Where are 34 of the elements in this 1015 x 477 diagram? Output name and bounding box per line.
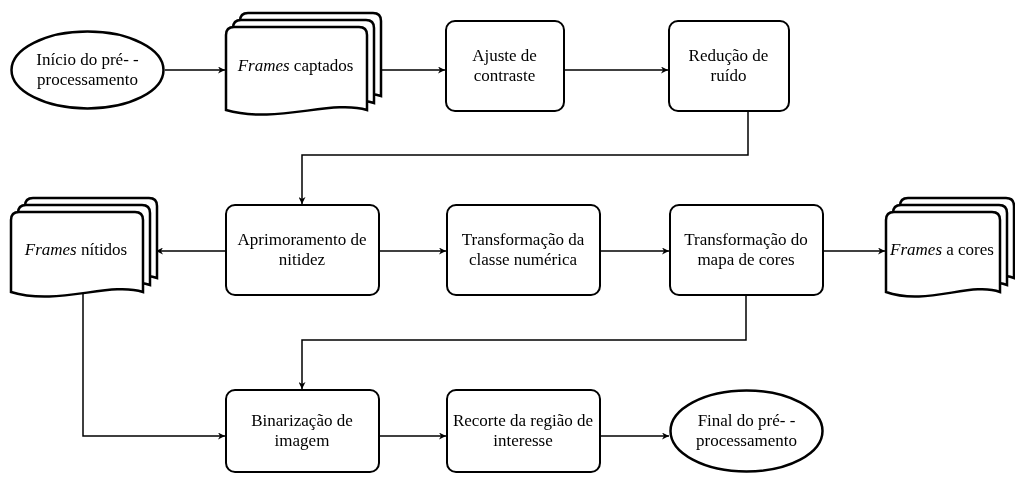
multi-document-shape bbox=[885, 197, 1013, 300]
node-label: Início do pré- -processamento bbox=[35, 50, 140, 90]
process-box bbox=[225, 204, 380, 296]
arrow bbox=[600, 247, 670, 255]
node-label: Recorte da região de interesse bbox=[451, 410, 595, 451]
node-label: Final do pré- -processamento bbox=[695, 411, 798, 451]
terminal-ellipse bbox=[10, 30, 165, 110]
node-label: Aprimoramento de nitidez bbox=[236, 229, 368, 270]
multi-document-shape bbox=[10, 197, 156, 300]
node-label: Redução de ruído bbox=[687, 45, 770, 86]
process-box bbox=[225, 389, 380, 473]
multi-document-shape bbox=[225, 12, 380, 118]
process-box bbox=[446, 204, 601, 296]
node-label: Transformação da classe numérica bbox=[460, 229, 586, 270]
node-label: Frames captados bbox=[237, 56, 354, 76]
process-box bbox=[446, 389, 601, 473]
node-label: Frames a cores bbox=[890, 239, 994, 260]
arrow bbox=[82, 293, 226, 440]
arrow bbox=[379, 247, 447, 255]
arrow bbox=[823, 247, 886, 255]
process-box bbox=[669, 204, 824, 296]
terminal-ellipse bbox=[669, 389, 824, 473]
arrow bbox=[600, 432, 670, 440]
arrow bbox=[379, 432, 447, 440]
node-label: Frames nítidos bbox=[24, 239, 128, 260]
arrow bbox=[564, 66, 669, 74]
node-label: Binarização de imagem bbox=[250, 410, 354, 451]
arrow bbox=[164, 66, 226, 74]
node-label: Transformação do mapa de cores bbox=[683, 229, 809, 270]
process-box bbox=[445, 20, 565, 112]
arrow bbox=[298, 111, 749, 205]
arrow bbox=[298, 295, 747, 390]
process-box bbox=[668, 20, 790, 112]
node-label: Ajuste de contraste bbox=[471, 45, 538, 86]
